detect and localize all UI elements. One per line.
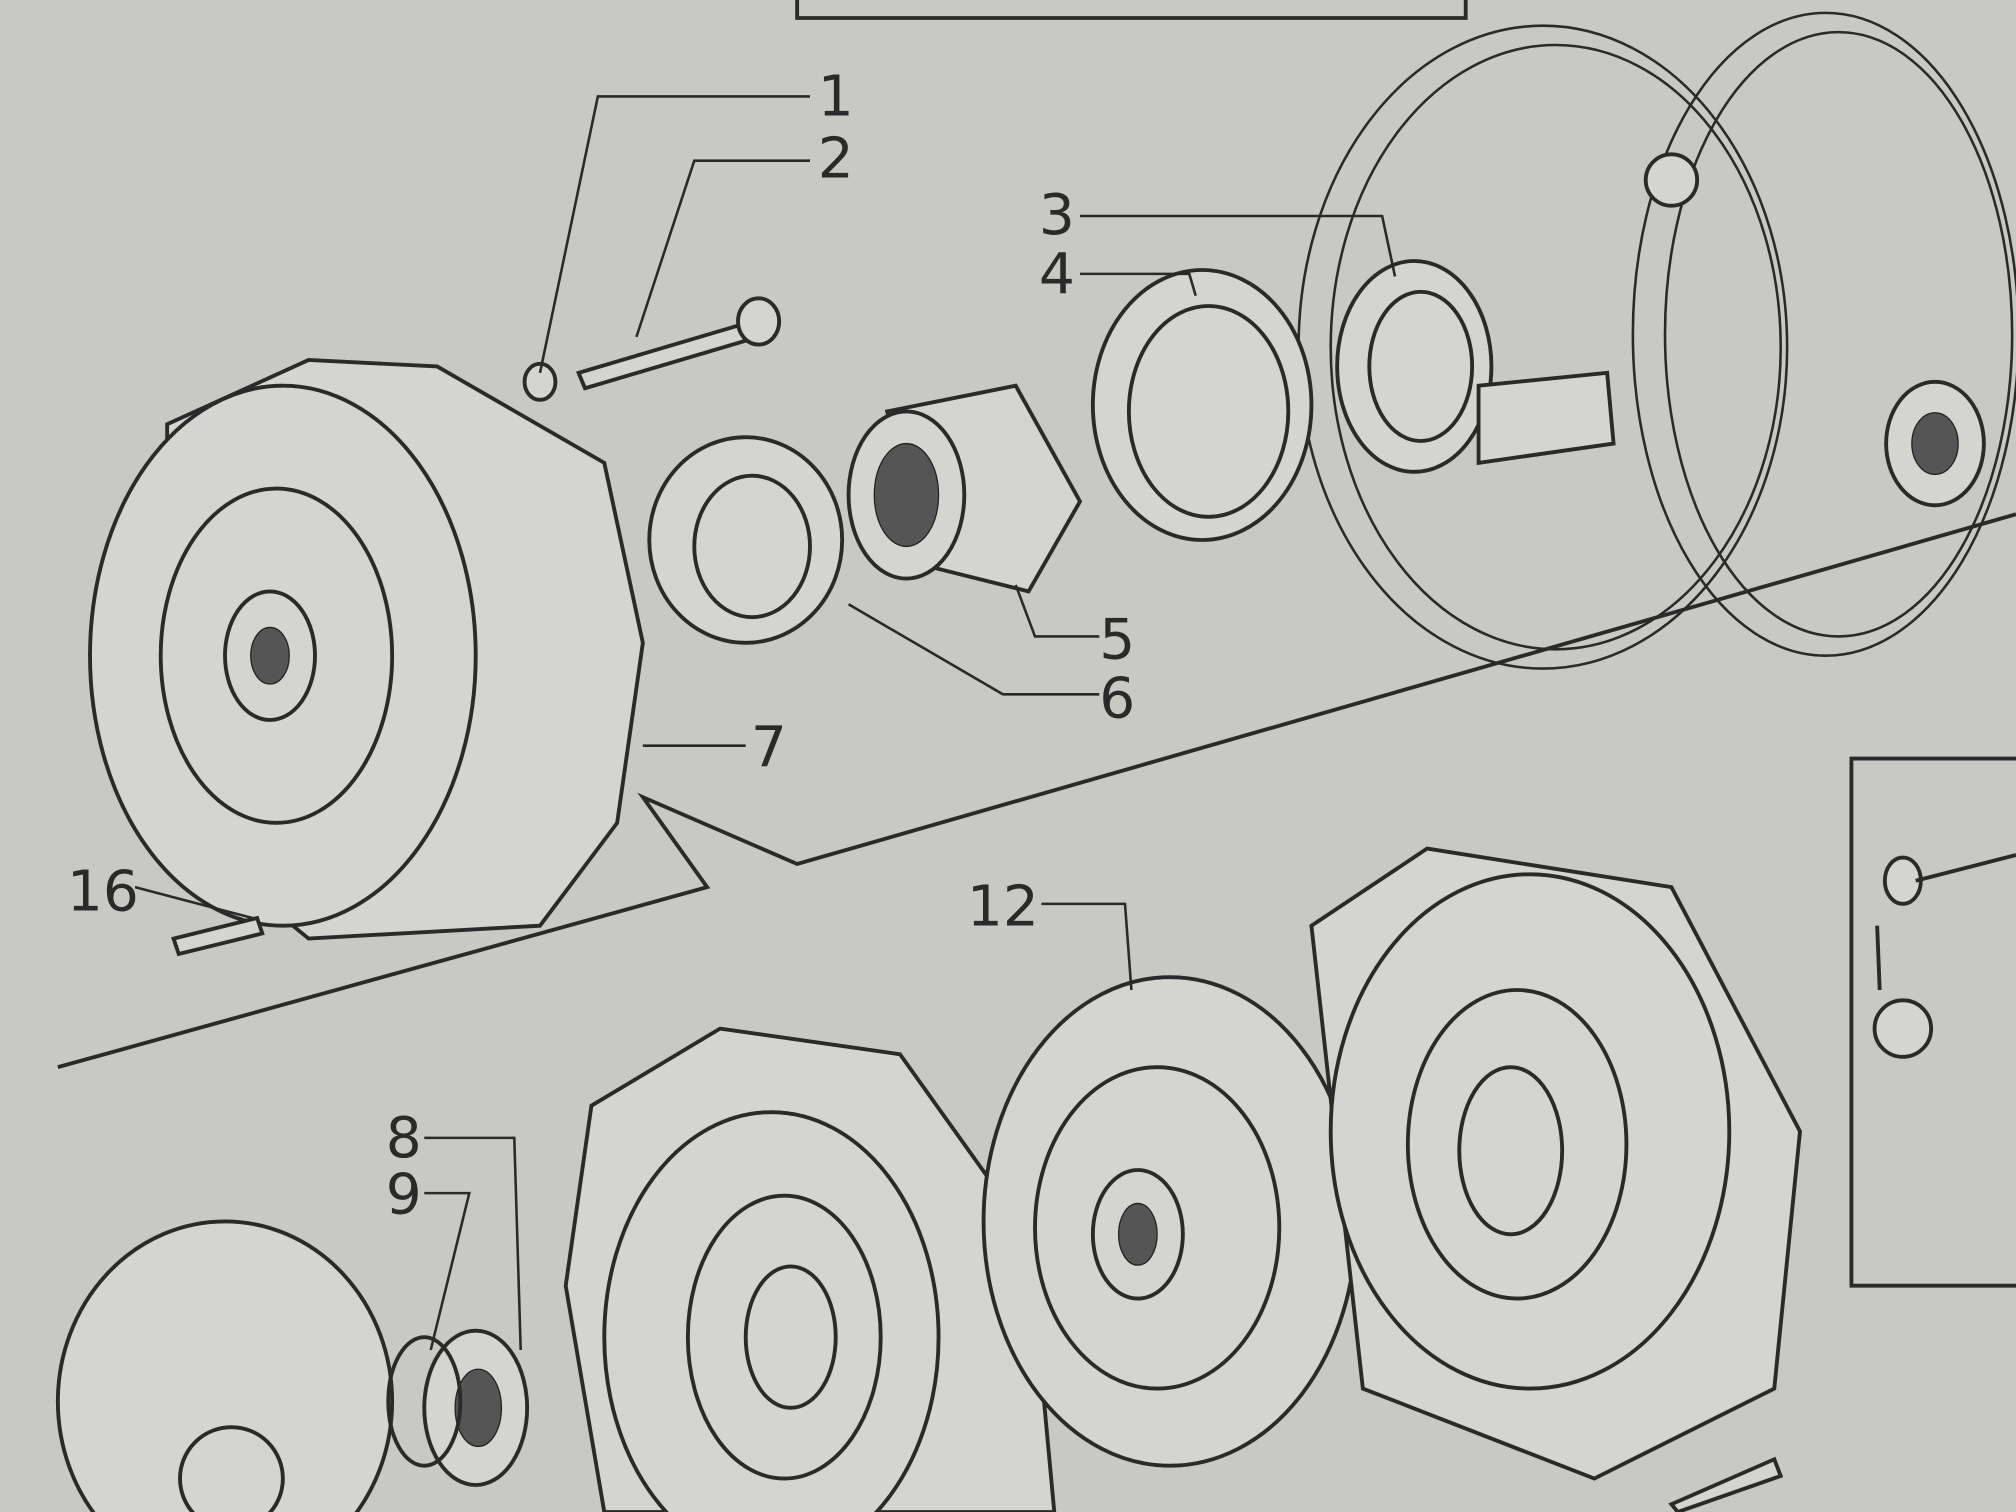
callout-4: 4 [1039,241,1075,307]
part-pressure-plate-left [563,1026,1057,1512]
part-clutch-assembly [88,358,645,941]
callout-6: 6 [1099,665,1135,731]
callout-3: 3 [1039,182,1075,248]
part-pin [171,915,265,957]
part-clutch-disc-12 [981,975,1359,1468]
part-sleeve [846,383,1083,594]
callout-1: 1 [818,64,854,130]
part-clutch-disc-left [55,1219,395,1512]
top-frame [795,0,1468,20]
callout-12: 12 [967,874,1039,940]
part-bearing-small [386,1328,530,1487]
gearbox-housing [1297,11,2016,670]
callout-16: 16 [67,858,139,924]
callout-8: 8 [386,1105,422,1171]
callout-2: 2 [818,125,854,191]
leader-lines [134,95,1397,1351]
part-pressure-plate-right [1309,846,1802,1481]
callout-9: 9 [386,1162,422,1228]
right-frame [1849,756,2016,1288]
callout-5: 5 [1099,606,1135,672]
part-bolt [522,296,782,402]
part-release-bearing [1335,259,1616,474]
part-small-hardware-right [1668,853,2016,1512]
part-bearing-ring [647,435,845,645]
callout-7: 7 [751,714,787,780]
section-divider [57,512,2016,1070]
part-seal-ring [1090,268,1314,542]
